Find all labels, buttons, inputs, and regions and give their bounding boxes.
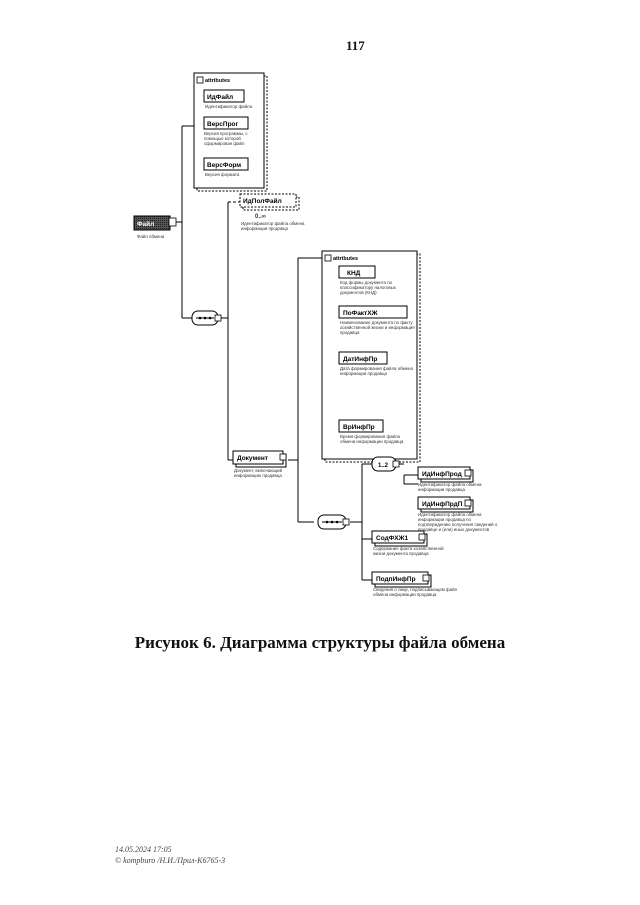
document-element[interactable]: Документ Документ, включающий информацию… xyxy=(232,450,310,488)
svg-text:ВерсПрог: ВерсПрог xyxy=(207,121,239,128)
svg-text:ИдПолФайл: ИдПолФайл xyxy=(243,197,282,205)
footer-date: 14.05.2024 17:05 xyxy=(115,845,172,854)
connector-lines xyxy=(176,125,418,581)
sequence-node-2[interactable] xyxy=(317,514,350,530)
attribute-fact[interactable]: ПоФактХЖ Наименование документа по факту… xyxy=(338,305,416,348)
root-element[interactable]: Файл Файл обмена xyxy=(133,215,177,239)
optional-element[interactable]: ИдПолФайл 0..∞ Идентификатор файла обмен… xyxy=(239,193,321,243)
svg-text:ИдИнфПрод: ИдИнфПрод xyxy=(422,471,462,478)
svg-text:СодФХЖ1: СодФХЖ1 xyxy=(376,535,408,542)
svg-text:ВерсФорм: ВерсФорм xyxy=(207,162,241,169)
svg-text:Версия формата: Версия формата xyxy=(205,172,240,177)
document-attributes-panel: attributes КНД Код формы документа по кл… xyxy=(321,250,421,463)
attribute-date[interactable]: ДатИнфПр Дата формирования файла обмена … xyxy=(338,351,416,386)
collapse-icon-2[interactable] xyxy=(324,254,332,262)
svg-text:1..2: 1..2 xyxy=(378,463,389,469)
svg-text:КНД: КНД xyxy=(347,270,361,277)
svg-text:0..∞: 0..∞ xyxy=(255,214,266,220)
attribute-prog-version[interactable]: ВерсПрог Версия программы, с помощью кот… xyxy=(203,116,264,153)
attribute-id-file[interactable]: ИдФайл Идентификатор файла xyxy=(203,89,253,109)
svg-text:ИдФайл: ИдФайл xyxy=(207,93,233,101)
attribute-knd[interactable]: КНД Код формы документа по классификатор… xyxy=(338,265,416,302)
attribute-time[interactable]: ВрИнфПр Время формирования файла обмена … xyxy=(338,419,416,454)
choice-element-1[interactable]: ИдИнфПрод Идентификатор файла обмена инф… xyxy=(417,466,498,496)
collapse-icon[interactable] xyxy=(196,76,204,84)
footer-ref: © kompburo /Н.И./Прил-К6765-3 xyxy=(115,856,226,865)
svg-text:ДатИнфПр: ДатИнфПр xyxy=(343,356,377,363)
sequence-element-2[interactable]: ПодпИнфПр Сведения о лице, подписывающем… xyxy=(371,571,459,603)
svg-text:attributes: attributes xyxy=(333,256,358,262)
file-attributes-panel: attributes ИдФайл Идентификатор файла Ве… xyxy=(193,72,268,192)
svg-text:ПоФактХЖ: ПоФактХЖ xyxy=(343,310,378,317)
choice-node[interactable]: 1..2 xyxy=(371,456,400,472)
root-element-desc: Файл обмена xyxy=(137,234,165,239)
figure-caption: Рисунок 6. Диаграмма структуры файла обм… xyxy=(134,633,506,652)
sequence-node[interactable] xyxy=(191,310,222,326)
svg-text:ИдИнфПрдП: ИдИнфПрдП xyxy=(422,501,463,508)
svg-text:ПодпИнфПр: ПодпИнфПр xyxy=(376,576,416,583)
expand-icon[interactable] xyxy=(168,217,177,227)
page-number: 117 xyxy=(346,38,365,53)
svg-text:Идентификатор файла: Идентификатор файла xyxy=(205,104,253,109)
root-element-name: Файл xyxy=(137,220,154,228)
attribute-format-version[interactable]: ВерсФорм Версия формата xyxy=(203,157,249,177)
sequence-element-1[interactable]: СодФХЖ1 Содержание факта хозяйственной ж… xyxy=(371,530,457,568)
choice-element-2[interactable]: ИдИнфПрдП Идентификатор файла обмена инф… xyxy=(417,496,500,540)
svg-text:ВрИнфПр: ВрИнфПр xyxy=(343,424,375,431)
svg-text:Документ: Документ xyxy=(237,455,268,462)
footer-stamp: 14.05.2024 17:05 © kompburo /Н.И./Прил-К… xyxy=(115,844,225,866)
attributes-header: attributes xyxy=(205,78,230,84)
